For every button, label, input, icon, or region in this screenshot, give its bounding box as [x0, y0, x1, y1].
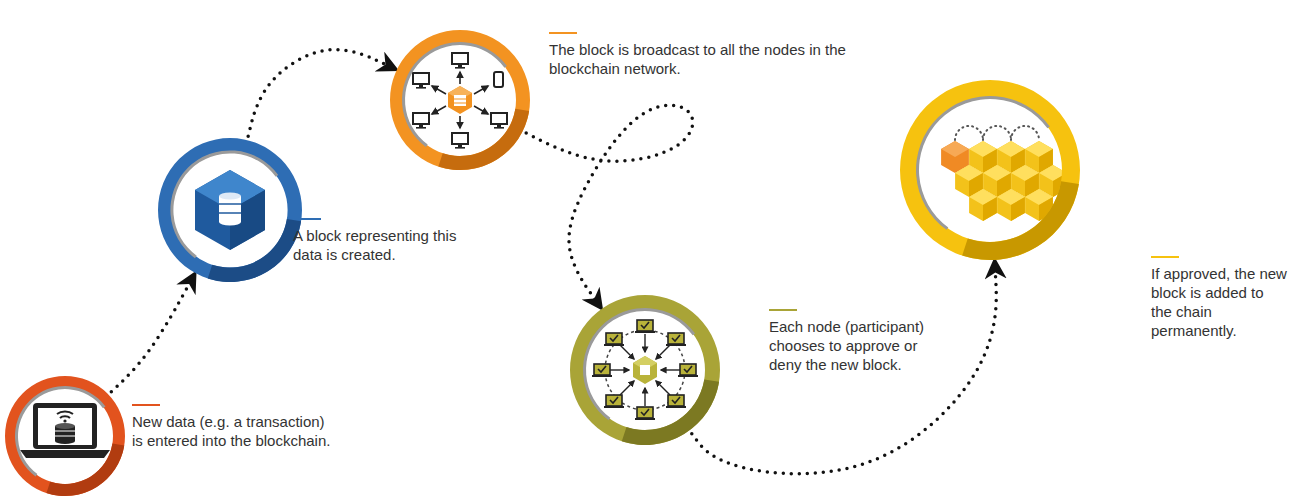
accent-bar: [132, 404, 160, 406]
broadcast-icon: [406, 46, 514, 154]
consensus-icon: [587, 312, 703, 428]
step-caption: If approved, the new block is added to t…: [1151, 264, 1287, 340]
step-circle: If approved, the new block is added to t…: [900, 80, 1080, 260]
step-caption: A block representing this data is create…: [293, 226, 458, 264]
accent-bar: [769, 309, 797, 311]
ring-outline: [158, 138, 302, 282]
step-circle: New data (e.g. a transaction) is entered…: [5, 376, 125, 496]
accent-bar: [549, 32, 577, 34]
ring-outline: [900, 80, 1080, 260]
dotted-arrow: [248, 50, 391, 137]
accent-bar: [293, 218, 321, 220]
accent-bar: [1151, 256, 1179, 258]
ring-outline: [570, 295, 720, 445]
dotted-arrow: [526, 105, 693, 304]
ring-outline: [5, 376, 125, 496]
step-circle: A block representing this data is create…: [158, 138, 302, 282]
step-caption: New data (e.g. a transaction) is entered…: [132, 412, 337, 450]
step-caption: The block is broadcast to all the nodes …: [549, 40, 849, 78]
ring-outline: [390, 30, 530, 170]
laptop-icon: [18, 389, 112, 483]
block-icon: [174, 154, 286, 266]
step-circle: Each node (participant) chooses to appro…: [570, 295, 720, 445]
dotted-arrow: [111, 278, 192, 392]
step-circle: The block is broadcast to all the nodes …: [390, 30, 530, 170]
step-caption: Each node (participant) chooses to appro…: [769, 317, 949, 374]
dotted-arrow: [692, 266, 996, 474]
